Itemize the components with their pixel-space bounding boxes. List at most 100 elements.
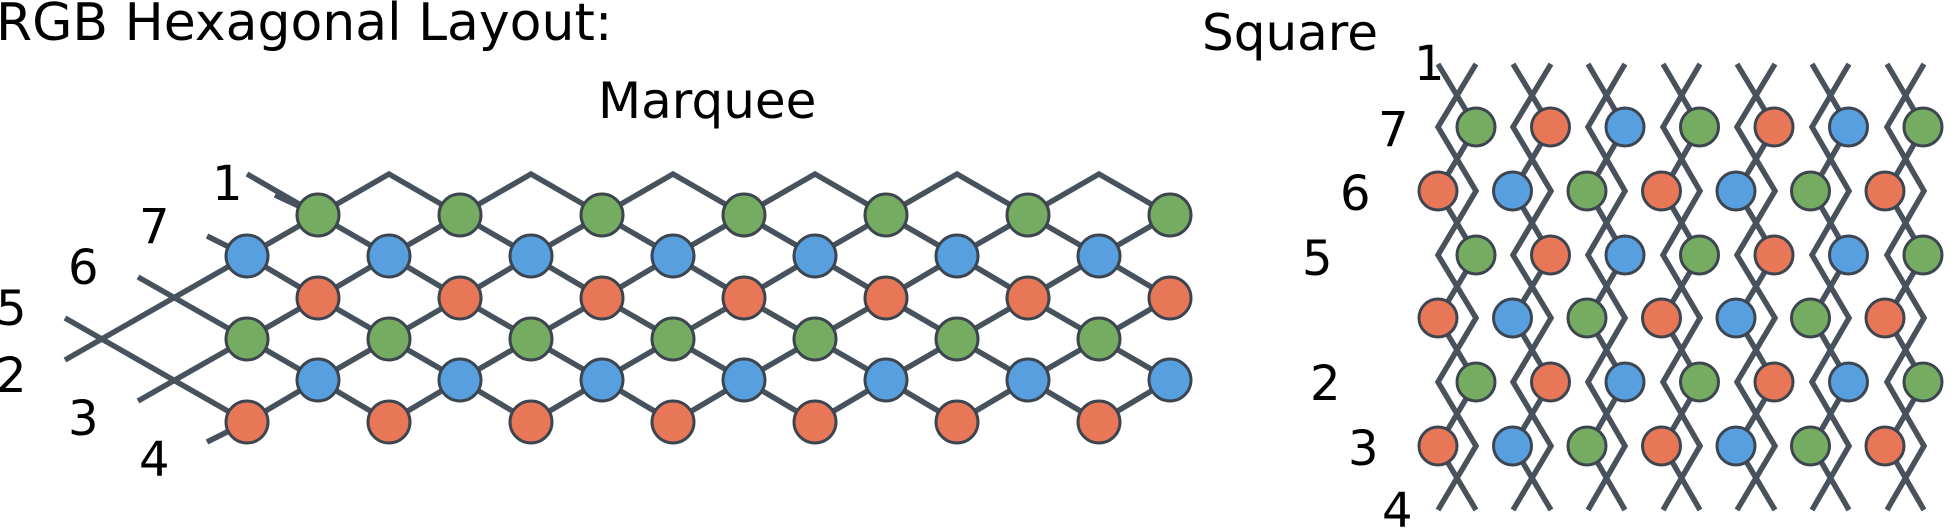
led-green: [224, 316, 270, 362]
led-blue: [1076, 233, 1122, 279]
led-green: [1455, 361, 1497, 403]
led-blue: [792, 233, 838, 279]
wire-trace: [1733, 62, 1779, 512]
led-red: [1530, 234, 1571, 276]
led-red: [437, 275, 483, 321]
wire-trace: [1659, 62, 1704, 512]
wire-trace: [63, 253, 249, 363]
square-label: Square: [1202, 4, 1378, 62]
led-red: [1530, 106, 1571, 148]
square-row-label: 6: [1340, 166, 1371, 222]
led-green: [1679, 234, 1720, 276]
led-blue: [1492, 425, 1533, 467]
marquee-panel: Marquee 1 7 6 5 2 3 4: [0, 72, 1193, 488]
diagram-title: RGB Hexagonal Layout:: [0, 0, 612, 53]
led-blue: [721, 357, 767, 403]
led-red: [579, 275, 625, 321]
led-red: [295, 275, 341, 321]
led-green: [1679, 106, 1720, 148]
marquee-row-labels: 1 7 6 5 2 3 4: [0, 156, 243, 488]
square-row-label: 4: [1382, 483, 1413, 528]
led-red: [792, 399, 838, 445]
led-blue: [1604, 234, 1646, 276]
led-red: [1864, 297, 1906, 339]
led-blue: [1715, 170, 1757, 212]
marquee-row-label: 1: [212, 156, 243, 212]
led-red: [1076, 399, 1122, 445]
led-green: [437, 192, 483, 238]
led-red: [1005, 275, 1051, 321]
square-row-label: 2: [1310, 356, 1341, 412]
square-row-label: 3: [1348, 421, 1379, 477]
led-green: [863, 192, 909, 238]
led-green: [721, 192, 767, 238]
led-green: [508, 316, 554, 362]
led-green: [792, 316, 838, 362]
led-green: [1679, 361, 1720, 403]
led-red: [366, 399, 412, 445]
led-red: [934, 399, 980, 445]
led-green: [1147, 192, 1193, 238]
led-red: [508, 399, 554, 445]
led-blue: [224, 233, 270, 279]
wire-trace: [1808, 62, 1853, 512]
led-blue: [1492, 170, 1533, 212]
led-green: [1566, 297, 1608, 339]
led-red: [650, 399, 696, 445]
marquee-row-label: 7: [139, 199, 170, 255]
led-green: [1790, 297, 1831, 339]
led-red: [1641, 170, 1682, 212]
led-blue: [863, 357, 909, 403]
led-green: [1566, 170, 1608, 212]
led-green: [934, 316, 980, 362]
square-row-label: 5: [1302, 231, 1333, 287]
square-panel: Square 1 7 6 5 2 3 4: [1202, 4, 1944, 528]
led-green: [650, 316, 696, 362]
marquee-row-label: 4: [139, 432, 170, 488]
marquee-leds: [224, 192, 1193, 445]
wire-trace: [63, 315, 249, 425]
led-green: [1566, 425, 1608, 467]
led-red: [1417, 297, 1459, 339]
led-red: [1641, 297, 1682, 339]
marquee-row-label: 5: [0, 281, 27, 337]
marquee-label: Marquee: [598, 72, 816, 130]
led-red: [1417, 425, 1459, 467]
led-red: [224, 399, 270, 445]
led-blue: [1604, 106, 1646, 148]
led-blue: [1828, 106, 1869, 148]
led-green: [1005, 192, 1051, 238]
led-blue: [650, 233, 696, 279]
led-blue: [579, 357, 625, 403]
led-blue: [1604, 361, 1646, 403]
square-row-label: 7: [1378, 102, 1409, 158]
wire-trace: [1434, 62, 1480, 512]
led-green: [1455, 234, 1497, 276]
led-blue: [508, 233, 554, 279]
led-blue: [1147, 357, 1193, 403]
marquee-row-label: 2: [0, 348, 27, 404]
led-red: [1864, 425, 1906, 467]
led-red: [1753, 234, 1795, 276]
square-row-labels: 1 7 6 5 2 3 4: [1302, 36, 1445, 528]
led-green: [1902, 234, 1944, 276]
led-blue: [295, 357, 341, 403]
led-green: [1076, 316, 1122, 362]
wire-trace: [1509, 62, 1555, 512]
square-leds: [1417, 106, 1944, 467]
led-blue: [934, 233, 980, 279]
led-green: [1790, 425, 1831, 467]
led-red: [1864, 170, 1906, 212]
led-red: [1753, 106, 1795, 148]
wire-trace: [1584, 62, 1629, 512]
led-green: [1455, 106, 1497, 148]
square-row-label: 1: [1414, 36, 1445, 92]
led-blue: [437, 357, 483, 403]
marquee-row-label: 6: [68, 240, 99, 296]
led-green: [1902, 106, 1944, 148]
led-blue: [1005, 357, 1051, 403]
led-green: [1902, 361, 1944, 403]
led-blue: [1492, 297, 1533, 339]
led-blue: [1715, 425, 1757, 467]
led-blue: [1715, 297, 1757, 339]
